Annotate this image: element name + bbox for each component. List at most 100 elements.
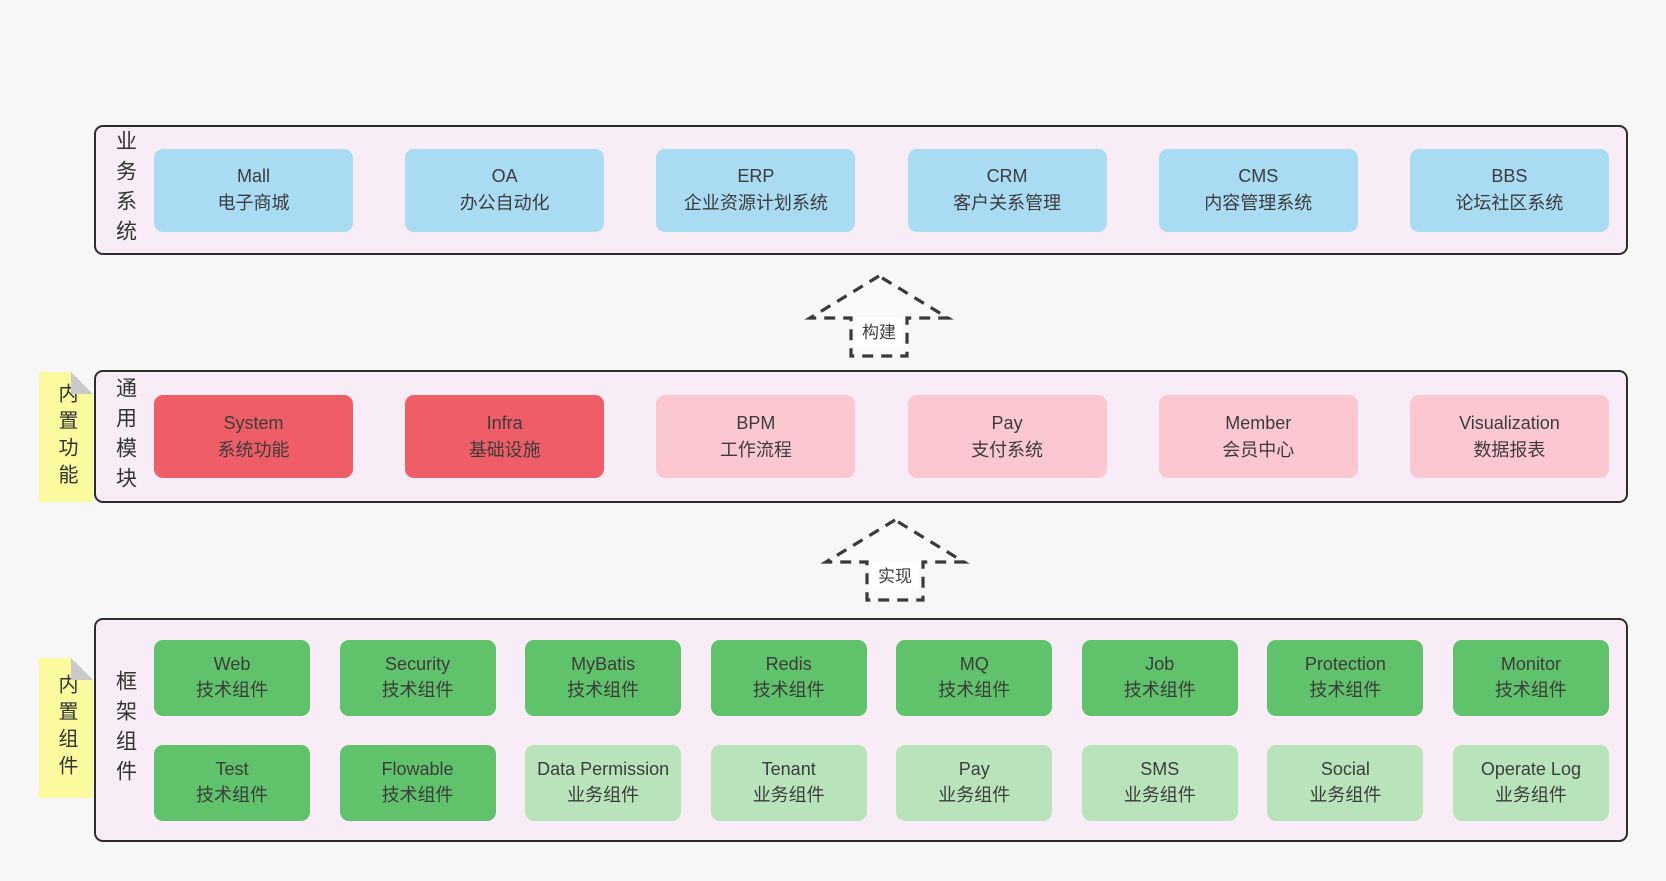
box-title: Mall — [236, 166, 270, 186]
box-title: Protection — [1304, 653, 1386, 674]
box-bpm: BPM 工作流程 — [656, 395, 856, 478]
box-erp: ERP 企业资源计划系统 — [656, 148, 856, 232]
box-title: Flowable — [381, 758, 454, 779]
box-test: Test 技术组件 — [154, 744, 310, 821]
box-social: Social 业务组件 — [1267, 744, 1424, 821]
box-pay-component: Pay 业务组件 — [896, 744, 1053, 821]
box-visualization: Visualization 数据报表 — [1409, 395, 1609, 478]
box-subtitle: 技术组件 — [381, 784, 454, 805]
business-systems-label: 业务系统 — [113, 130, 137, 250]
box-subtitle: 技术组件 — [381, 679, 454, 700]
box-subtitle: 内容管理系统 — [1204, 193, 1313, 213]
box-title: System — [223, 412, 284, 433]
common-modules-panel: 内置功能 通用模块 System 系统功能 Infra 基础设施 BPM 工作流… — [39, 370, 1628, 503]
box-subtitle: 技术组件 — [1123, 679, 1196, 700]
box-subtitle: 办公自动化 — [459, 193, 550, 213]
box-title: SMS — [1140, 758, 1180, 779]
box-subtitle: 业务组件 — [1309, 784, 1382, 805]
box-subtitle: 系统功能 — [217, 439, 290, 460]
common-modules-boxes: System 系统功能 Infra 基础设施 BPM 工作流程 Pay 支付系统… — [154, 372, 1626, 501]
box-sms: SMS 业务组件 — [1081, 744, 1238, 821]
box-title: Web — [213, 653, 251, 674]
box-title: BBS — [1491, 166, 1528, 186]
box-cms: CMS 内容管理系统 — [1158, 148, 1358, 232]
box-title: Pay — [958, 758, 990, 779]
box-subtitle: 业务组件 — [1123, 784, 1196, 805]
box-title: CRM — [986, 166, 1028, 186]
box-subtitle: 技术组件 — [1494, 679, 1567, 700]
box-system: System 系统功能 — [154, 395, 353, 478]
box-subtitle: 基础设施 — [468, 439, 541, 460]
box-title: CMS — [1238, 166, 1279, 186]
box-title: Tenant — [761, 758, 816, 779]
box-subtitle: 数据报表 — [1473, 439, 1546, 460]
box-title: BPM — [736, 412, 776, 433]
box-monitor: Monitor 技术组件 — [1452, 639, 1609, 716]
common-modules-label-wrap: 通用模块 — [96, 372, 154, 501]
box-mq: MQ 技术组件 — [896, 639, 1053, 716]
box-subtitle: 技术组件 — [196, 679, 268, 700]
box-subtitle: 会员中心 — [1222, 439, 1295, 460]
framework-components-label: 框架组件 — [113, 670, 137, 790]
builtin-components-note-label: 内置组件 — [55, 674, 77, 782]
box-subtitle: 业务组件 — [567, 784, 640, 805]
box-security: Security 技术组件 — [339, 639, 496, 716]
box-title: Operate Log — [1480, 758, 1581, 779]
box-title: OA — [491, 166, 518, 186]
box-protection: Protection 技术组件 — [1267, 639, 1424, 716]
box-crm: CRM 客户关系管理 — [907, 148, 1107, 232]
box-subtitle: 论坛社区系统 — [1455, 193, 1564, 213]
framework-components-grid: Web 技术组件 Security 技术组件 MyBatis 技术组件 Redi… — [154, 620, 1626, 840]
box-subtitle: 技术组件 — [196, 784, 268, 805]
box-redis: Redis 技术组件 — [710, 639, 867, 716]
box-member: Member 会员中心 — [1158, 395, 1358, 478]
box-subtitle: 技术组件 — [752, 679, 825, 700]
box-data-permission: Data Permission 业务组件 — [525, 744, 682, 821]
box-web: Web 技术组件 — [154, 639, 310, 716]
business-systems-label-wrap: 业务系统 — [96, 127, 154, 253]
box-title: Social — [1320, 758, 1370, 779]
box-subtitle: 技术组件 — [938, 679, 1011, 700]
box-subtitle: 工作流程 — [719, 439, 792, 460]
box-title: Data Permission — [537, 758, 670, 779]
box-title: Test — [215, 758, 249, 779]
build-arrow-label: 构建 — [862, 323, 896, 342]
framework-row-1: Web 技术组件 Security 技术组件 MyBatis 技术组件 Redi… — [154, 639, 1609, 716]
box-title: Visualization — [1459, 412, 1560, 433]
builtin-features-note-label: 内置功能 — [55, 383, 77, 491]
box-title: ERP — [737, 166, 775, 186]
box-title: Pay — [991, 412, 1023, 433]
business-systems-panel: 业务系统 Mall 电子商城 OA 办公自动化 ERP 企业资源计划系统 CRM… — [94, 125, 1628, 255]
box-oa: OA 办公自动化 — [405, 148, 605, 232]
builtin-components-note: 内置组件 — [39, 658, 93, 798]
builtin-features-note: 内置功能 — [39, 372, 93, 502]
box-subtitle: 技术组件 — [567, 679, 640, 700]
box-subtitle: 技术组件 — [1309, 679, 1382, 700]
box-title: Member — [1225, 412, 1292, 433]
box-infra: Infra 基础设施 — [405, 395, 605, 478]
box-pay: Pay 支付系统 — [907, 395, 1107, 478]
box-subtitle: 业务组件 — [752, 784, 825, 805]
box-mybatis: MyBatis 技术组件 — [525, 639, 682, 716]
box-title: MyBatis — [571, 653, 636, 674]
box-title: Security — [385, 653, 451, 674]
implement-arrow-icon: 实现 — [820, 518, 970, 602]
box-subtitle: 客户关系管理 — [953, 193, 1062, 213]
box-subtitle: 企业资源计划系统 — [683, 193, 828, 213]
box-subtitle: 业务组件 — [1494, 784, 1567, 805]
box-subtitle: 业务组件 — [938, 784, 1011, 805]
box-bbs: BBS 论坛社区系统 — [1409, 148, 1609, 232]
box-title: MQ — [959, 653, 989, 674]
framework-row-2: Test 技术组件 Flowable 技术组件 Data Permission … — [154, 744, 1609, 821]
box-title: Redis — [765, 653, 812, 674]
box-job: Job 技术组件 — [1081, 639, 1238, 716]
framework-components-panel: 内置组件 框架组件 Web 技术组件 Security 技术组件 MyBatis… — [39, 618, 1628, 842]
box-tenant: Tenant 业务组件 — [710, 744, 867, 821]
implement-arrow-label: 实现 — [878, 567, 912, 586]
box-mall: Mall 电子商城 — [154, 148, 353, 232]
common-modules-label: 通用模块 — [113, 376, 137, 497]
box-title: Infra — [486, 412, 523, 433]
box-flowable: Flowable 技术组件 — [339, 744, 496, 821]
box-title: Monitor — [1500, 653, 1561, 674]
